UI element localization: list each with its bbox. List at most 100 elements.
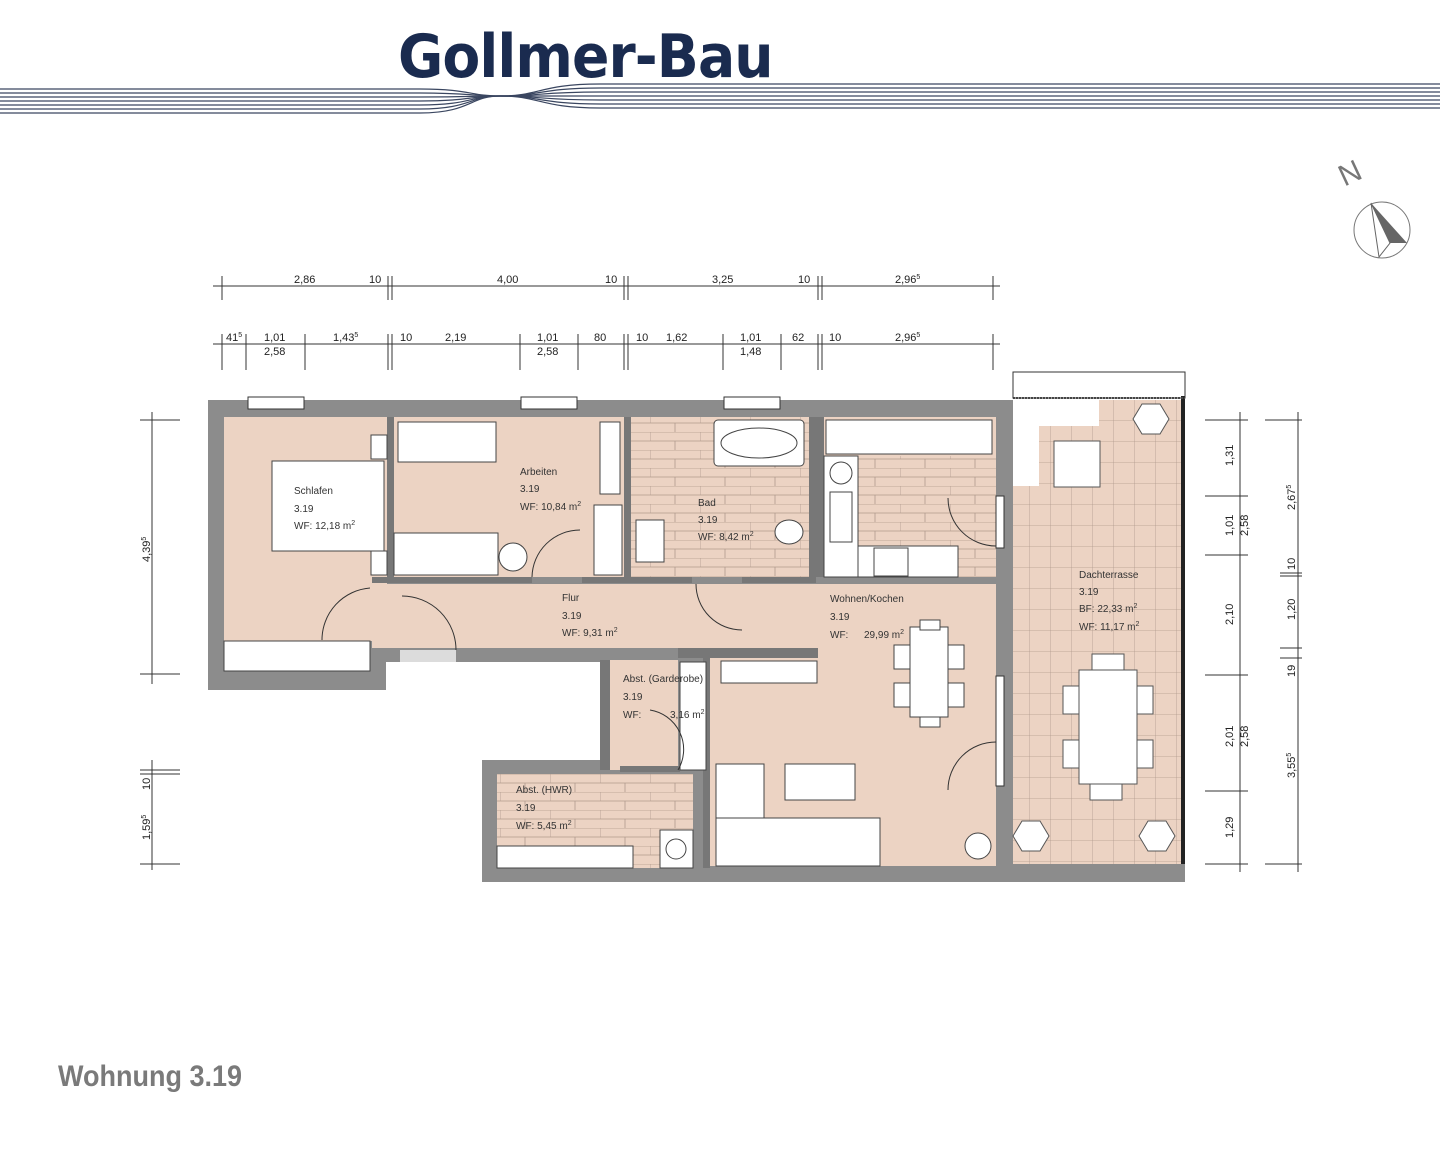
svg-text:10: 10 xyxy=(636,332,648,344)
svg-text:WF: 10,84 m2: WF: 10,84 m2 xyxy=(520,501,581,513)
svg-text:3.19: 3.19 xyxy=(698,515,718,526)
svg-text:2,86: 2,86 xyxy=(294,274,315,286)
room-label-arbeiten: Arbeiten 3.19 WF: 10,84 m2 xyxy=(520,467,581,513)
svg-text:1,29: 1,29 xyxy=(1224,817,1236,838)
svg-text:Flur: Flur xyxy=(562,593,580,604)
dimension-lines-top xyxy=(213,276,1000,370)
svg-text:Dachterrasse: Dachterrasse xyxy=(1079,570,1139,581)
bed xyxy=(271,460,385,552)
svg-text:3.19: 3.19 xyxy=(520,484,540,495)
svg-text:10: 10 xyxy=(1286,558,1298,570)
brand-logo: Gollmer-Bau xyxy=(398,22,774,92)
svg-text:3.19: 3.19 xyxy=(623,692,643,703)
svg-text:4,395: 4,395 xyxy=(141,537,153,562)
svg-text:3,555: 3,555 xyxy=(1286,753,1298,778)
dimension-lines-right xyxy=(1205,412,1302,872)
terrace-table xyxy=(1078,669,1138,785)
svg-text:WF: 11,17 m2: WF: 11,17 m2 xyxy=(1079,621,1140,633)
room-label-bad: Bad 3.19 WF: 8,42 m2 xyxy=(698,498,754,543)
svg-text:3.19: 3.19 xyxy=(830,612,850,623)
svg-text:3.19: 3.19 xyxy=(294,504,314,515)
svg-text:3,16 m2: 3,16 m2 xyxy=(670,709,705,721)
svg-text:2,965: 2,965 xyxy=(895,274,920,286)
svg-text:Bad: Bad xyxy=(698,498,716,509)
svg-text:3.19: 3.19 xyxy=(1079,587,1099,598)
svg-text:3.19: 3.19 xyxy=(562,611,582,622)
svg-text:1,01: 1,01 xyxy=(1224,515,1236,536)
svg-text:2,10: 2,10 xyxy=(1224,604,1236,625)
north-label: N xyxy=(1333,154,1367,193)
svg-text:WF: 5,45 m2: WF: 5,45 m2 xyxy=(516,820,572,832)
dimension-text-left: 4,395 10 1,595 xyxy=(141,537,153,840)
svg-text:3.19: 3.19 xyxy=(516,803,536,814)
planter-hex xyxy=(1012,820,1050,852)
svg-text:1,62: 1,62 xyxy=(666,332,687,344)
svg-text:Schlafen: Schlafen xyxy=(294,486,333,497)
windows xyxy=(247,396,1005,787)
svg-text:Arbeiten: Arbeiten xyxy=(520,467,557,478)
svg-text:2,675: 2,675 xyxy=(1286,485,1298,510)
svg-text:4,00: 4,00 xyxy=(497,274,518,286)
planter-box xyxy=(1053,440,1101,488)
coffee-table xyxy=(784,763,856,801)
svg-text:Abst. (HWR): Abst. (HWR) xyxy=(516,785,572,796)
kitchen-counter xyxy=(825,419,993,455)
tv-board xyxy=(720,660,818,684)
svg-text:29,99 m2: 29,99 m2 xyxy=(864,629,904,641)
brand-swoosh xyxy=(0,83,1440,114)
dining-table xyxy=(909,626,949,718)
planter-hex xyxy=(1138,820,1176,852)
svg-text:1,01: 1,01 xyxy=(264,332,285,344)
svg-text:1,48: 1,48 xyxy=(740,346,761,358)
planter-hex xyxy=(1132,403,1170,435)
dimension-text-right: 1,31 1,01 2,58 2,10 2,01 2,58 1,29 2,675… xyxy=(1224,445,1298,838)
roof-terrace xyxy=(1012,371,1186,882)
svg-text:2,965: 2,965 xyxy=(895,332,920,344)
stove xyxy=(873,547,909,577)
shelf xyxy=(679,661,707,771)
sofa-arbeiten xyxy=(397,421,497,463)
svg-text:80: 80 xyxy=(594,332,606,344)
furniture xyxy=(223,419,993,869)
floor-flur xyxy=(372,584,710,648)
dimension-text-top: 2,86 10 4,00 10 3,25 10 2,965 415 1,01 1… xyxy=(226,274,920,358)
dimension-lines-left xyxy=(140,412,180,870)
svg-text:19: 19 xyxy=(1286,665,1298,677)
room-label-garderobe: Abst. (Garderobe) 3.19 WF: 3,16 m2 xyxy=(623,674,705,721)
svg-text:10: 10 xyxy=(369,274,381,286)
toilet xyxy=(774,519,804,545)
svg-text:1,01: 1,01 xyxy=(740,332,761,344)
floor-garderobe xyxy=(610,660,678,770)
svg-text:1,20: 1,20 xyxy=(1286,599,1298,620)
svg-text:WF:: WF: xyxy=(623,710,641,721)
svg-text:10: 10 xyxy=(605,274,617,286)
svg-text:1,435: 1,435 xyxy=(333,332,358,344)
room-label-dachterrasse: Dachterrasse 3.19 BF: 22,33 m2 WF: 11,17… xyxy=(1079,570,1140,633)
svg-text:1,01: 1,01 xyxy=(537,332,558,344)
svg-text:WF:: WF: xyxy=(830,630,848,641)
room-label-hwr: Abst. (HWR) 3.19 WF: 5,45 m2 xyxy=(516,785,572,832)
svg-text:2,58: 2,58 xyxy=(264,346,285,358)
svg-text:2,58: 2,58 xyxy=(1239,515,1251,536)
svg-text:10: 10 xyxy=(798,274,810,286)
svg-text:2,19: 2,19 xyxy=(445,332,466,344)
svg-text:2,58: 2,58 xyxy=(537,346,558,358)
desk xyxy=(393,532,499,576)
hwr-cabinets xyxy=(496,845,634,869)
room-label-wohnen-kochen: Wohnen/Kochen 3.19 WF: 29,99 m2 xyxy=(830,594,904,641)
svg-text:Wohnen/Kochen: Wohnen/Kochen xyxy=(830,594,904,605)
svg-text:3,25: 3,25 xyxy=(712,274,733,286)
washbasin xyxy=(635,519,665,563)
svg-text:2,01: 2,01 xyxy=(1224,726,1236,747)
room-label-schlafen: Schlafen 3.19 WF: 12,18 m2 xyxy=(294,486,355,532)
svg-text:10: 10 xyxy=(141,778,153,790)
compass: N xyxy=(1333,154,1411,259)
svg-text:WF: 8,42 m2: WF: 8,42 m2 xyxy=(698,531,754,543)
svg-text:10: 10 xyxy=(400,332,412,344)
svg-text:Abst. (Garderobe): Abst. (Garderobe) xyxy=(623,674,703,685)
svg-text:2,58: 2,58 xyxy=(1239,726,1251,747)
svg-text:10: 10 xyxy=(829,332,841,344)
svg-text:BF: 22,33 m2: BF: 22,33 m2 xyxy=(1079,603,1137,615)
entrance-threshold xyxy=(400,650,456,662)
